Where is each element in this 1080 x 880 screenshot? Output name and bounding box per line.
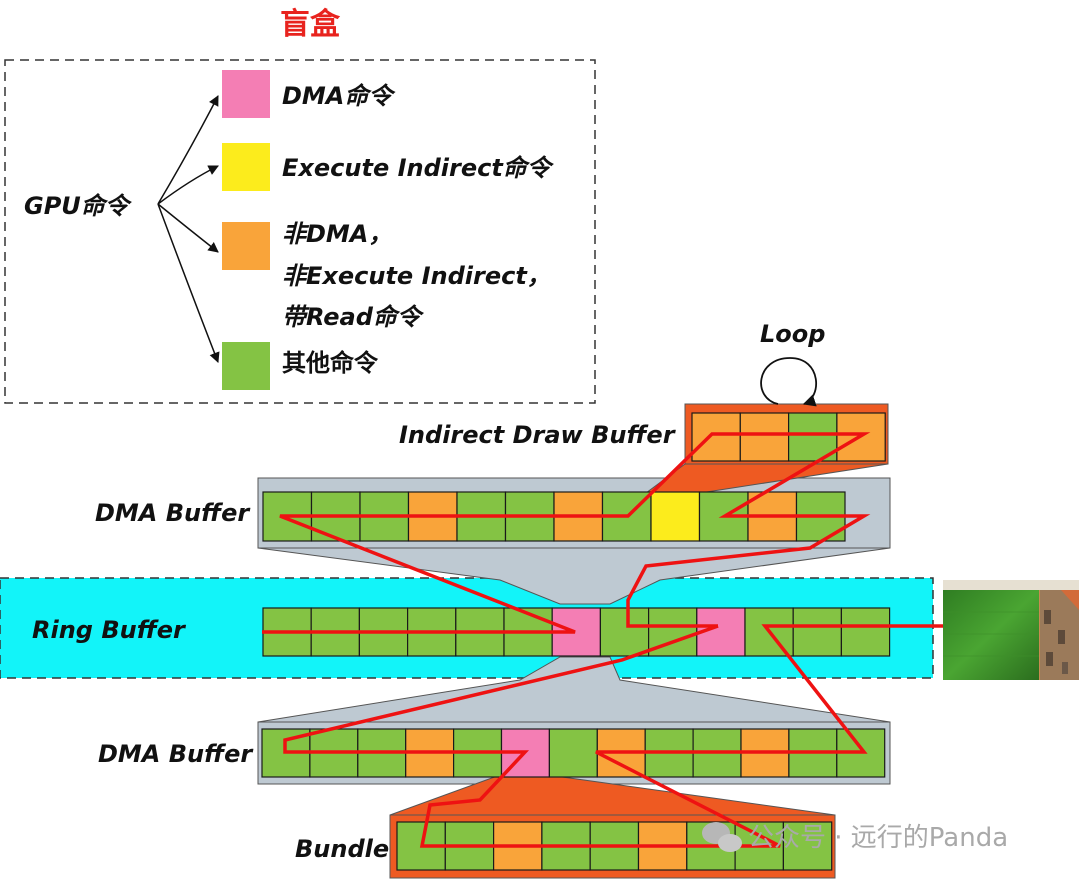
ring-cell-other xyxy=(840,607,891,657)
bundle-label: Bundle xyxy=(295,835,389,863)
indirect-cell-read xyxy=(739,412,790,462)
legend-item-read-line3: 带Read命令 xyxy=(282,303,425,331)
legend-item-execute-indirect: Execute Indirect命令 xyxy=(282,154,555,182)
legend-root-label: GPU命令 xyxy=(24,192,133,220)
legend-swatch-read xyxy=(222,222,270,270)
dma-top-cell-execute_indirect xyxy=(650,491,701,542)
legend-swatch-dma xyxy=(222,70,270,118)
loop-label: Loop xyxy=(760,320,825,348)
legend-item-dma: DMA命令 xyxy=(282,82,396,110)
legend-item-read-line1: 非DMA， xyxy=(282,220,392,248)
bundle-cell-other xyxy=(782,821,833,871)
watermark-text: 公众号 · 远行的Panda xyxy=(748,823,1008,853)
legend-item-other: 其他命令 xyxy=(282,349,379,377)
legend-swatch-other xyxy=(222,342,270,390)
legend-arrows xyxy=(157,95,220,363)
dma-bottom-cell-other xyxy=(548,728,598,778)
execution-path xyxy=(262,432,1006,848)
indirect-cell-read xyxy=(836,412,886,462)
wechat-icon xyxy=(702,822,742,852)
legend-swatch-execute-indirect xyxy=(222,143,270,191)
legend-item-read-line2: 非Execute Indirect， xyxy=(282,262,551,290)
loop-arrow-icon xyxy=(760,357,817,407)
watermark: 公众号 · 远行的Panda xyxy=(702,822,1008,853)
diagram-title: 盲盒 xyxy=(280,7,341,42)
indirect-cell-read xyxy=(691,412,741,462)
dma-buffer-bottom-label: DMA Buffer xyxy=(98,740,254,768)
dma-buffer-top-label: DMA Buffer xyxy=(95,499,251,527)
ring-cell-other xyxy=(599,607,650,657)
ring-buffer-label: Ring Buffer xyxy=(32,616,187,644)
ring-cell-other xyxy=(792,607,843,657)
game-screenshot-image xyxy=(943,580,1079,680)
indirect-draw-buffer-label: Indirect Draw Buffer xyxy=(399,421,677,449)
